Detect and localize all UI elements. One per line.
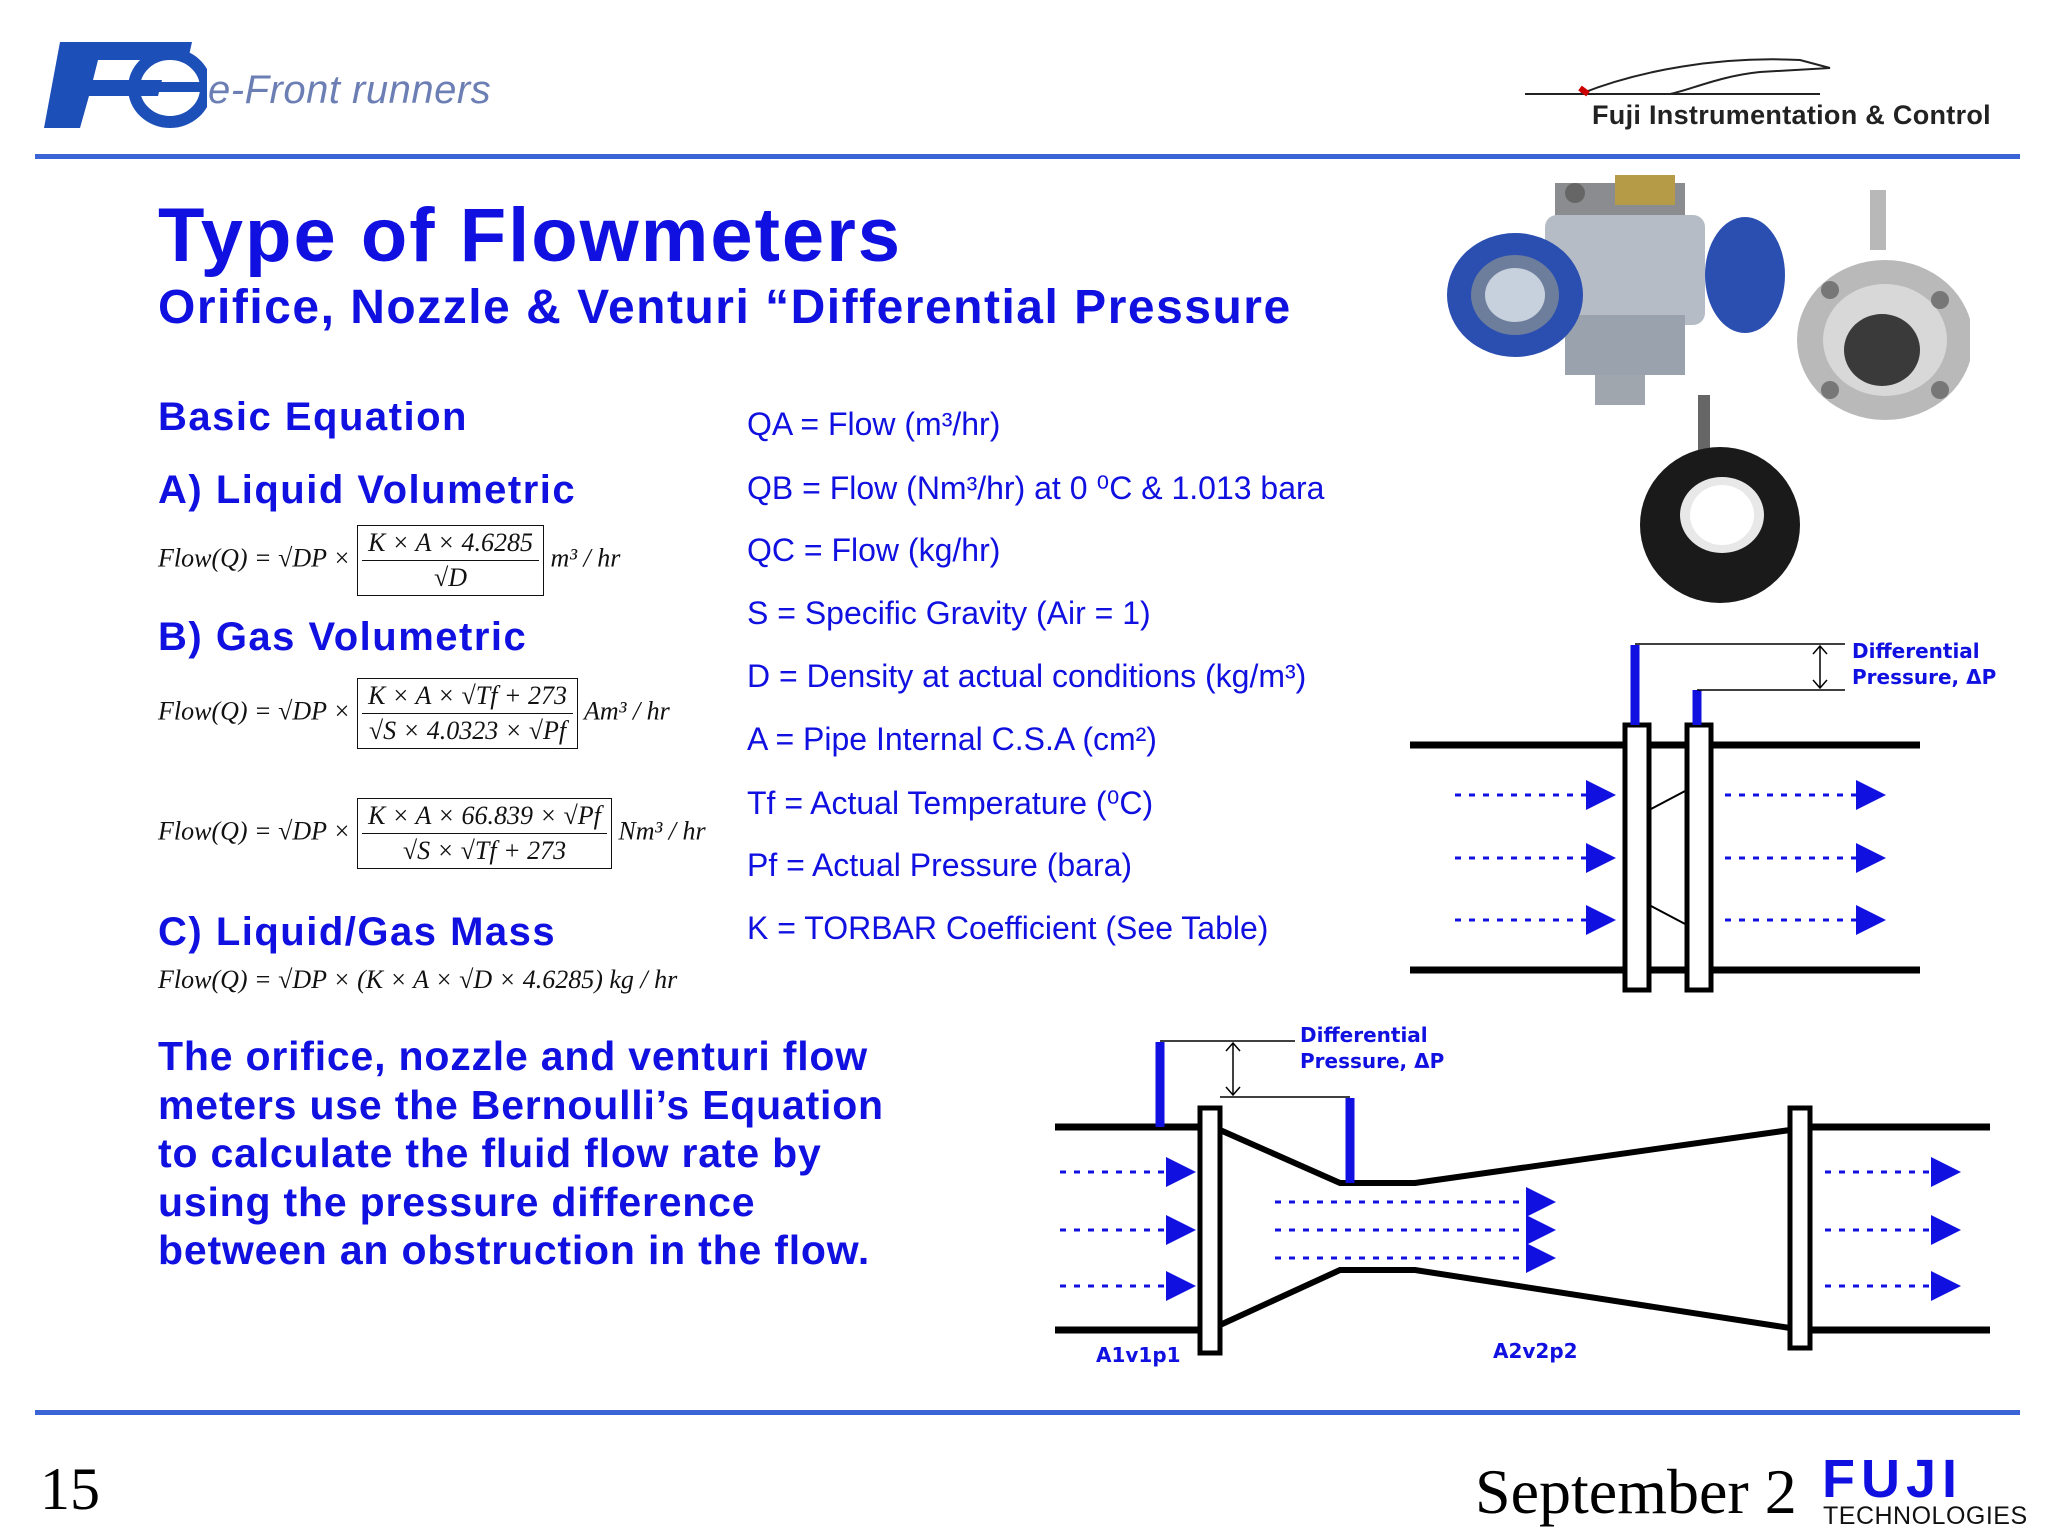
formula-numerator: K × A × √Tf + 273 [362, 681, 573, 714]
description-paragraph: The orifice, nozzle and venturi flow met… [158, 1032, 978, 1275]
definition-item: S = Specific Gravity (Air = 1) [747, 595, 1151, 631]
formula-fraction: K × A × 4.6285 √D [362, 528, 539, 593]
top-rule [35, 154, 2020, 159]
formula-bracket: K × A × 4.6285 √D [357, 525, 544, 596]
venturi-diagram [1055, 1040, 1990, 1356]
definition-item: A = Pipe Internal C.S.A (cm²) [747, 721, 1157, 757]
gas-volumetric-formula-actual: Flow(Q) = √DP × K × A × √Tf + 273 √S × 4… [158, 678, 670, 749]
dp-transmitter-image [1447, 175, 1785, 405]
formula-denominator: √S × 4.0323 × √Pf [368, 716, 567, 745]
definition-item: Pf = Actual Pressure (bara) [747, 847, 1133, 883]
definition-item: QB = Flow (Nm³/hr) at 0 ⁰C & 1.013 bara [747, 470, 1325, 506]
formula-unit: Nm³ / hr [618, 816, 706, 846]
dp-label-line: Differential [1300, 1023, 1428, 1047]
paragraph-line: using the pressure difference [158, 1178, 756, 1225]
liquid-volumetric-formula: Flow(Q) = √DP × K × A × 4.6285 √D m³ / h… [158, 525, 620, 596]
paragraph-line: to calculate the fluid flow rate by [158, 1130, 822, 1176]
formula-bracket: K × A × 66.839 × √Pf √S × √Tf + 273 [357, 798, 612, 869]
formula-lhs: Flow(Q) = √DP × [158, 696, 351, 726]
paragraph-line: between an obstruction in the flow. [158, 1227, 871, 1273]
mass-heading: C) Liquid/Gas Mass [158, 910, 557, 954]
page-number: 15 [40, 1456, 100, 1522]
orifice-diagram [1410, 643, 1920, 993]
definition-item: QA = Flow (m³/hr) [747, 406, 1001, 442]
dp-label-line: Differential [1852, 639, 1980, 663]
formula-unit: m³ / hr [550, 543, 621, 573]
formula-bracket: K × A × √Tf + 273 √S × 4.0323 × √Pf [357, 678, 578, 749]
formula-lhs: Flow(Q) = √DP × [158, 543, 351, 573]
formula-lhs: Flow(Q) = √DP × [158, 816, 351, 846]
fuji-brand-subtitle: TECHNOLOGIES [1823, 1502, 2028, 1530]
fuji-brand-logo: FUJI [1822, 1449, 1964, 1509]
company-name: Fuji Instrumentation & Control [1592, 100, 1991, 130]
definition-item: K = TORBAR Coefficient (See Table) [747, 910, 1269, 946]
formula-fraction: K × A × 66.839 × √Pf √S × √Tf + 273 [362, 801, 607, 866]
paragraph-line: meters use the Bernoulli’s Equation [158, 1081, 884, 1128]
paragraph-line: The orifice, nozzle and venturi flow [158, 1033, 868, 1079]
fuji-car-logo [1525, 58, 1831, 97]
liquid-volumetric-heading: A) Liquid Volumetric [158, 468, 577, 512]
tagline: e-Front runners [208, 68, 492, 112]
bottom-rule [35, 1410, 2020, 1415]
label-a2: A2v2p2 [1493, 1339, 1578, 1363]
label-a1: A1v1p1 [1096, 1343, 1181, 1367]
orifice-plate-image [1640, 395, 1800, 603]
mass-formula: Flow(Q) = √DP × (K × A × √D × 4.6285) kg… [158, 965, 678, 994]
orifice-flange-image [1797, 190, 1970, 420]
formula-numerator: K × A × 66.839 × √Pf [362, 801, 607, 834]
footer-date: September 2 [1475, 1456, 1797, 1527]
formula-unit: Am³ / hr [584, 696, 670, 726]
dp-label-line: Pressure, ΔP [1300, 1049, 1445, 1073]
fe-logo [44, 42, 207, 128]
formula-denominator: √D [434, 563, 468, 592]
gas-volumetric-formula-normal: Flow(Q) = √DP × K × A × 66.839 × √Pf √S … [158, 798, 706, 869]
basic-equation-heading: Basic Equation [158, 395, 468, 439]
dp-label-line: Pressure, ΔP [1852, 665, 1997, 689]
definition-item: Tf = Actual Temperature (⁰C) [747, 785, 1154, 821]
formula-numerator: K × A × 4.6285 [362, 528, 539, 561]
slide-subtitle: Orifice, Nozzle & Venturi “Differential … [158, 281, 1292, 334]
venturi-dp-label: Differential Pressure, ΔP [1300, 1022, 1444, 1074]
definition-item: QC = Flow (kg/hr) [747, 532, 1001, 568]
definition-item: D = Density at actual conditions (kg/m³) [747, 658, 1307, 694]
orifice-dp-label: Differential Pressure, ΔP [1852, 638, 1996, 690]
gas-volumetric-heading: B) Gas Volumetric [158, 615, 528, 659]
slide-title: Type of Flowmeters [158, 193, 903, 278]
formula-denominator: √S × √Tf + 273 [402, 836, 567, 865]
formula-fraction: K × A × √Tf + 273 √S × 4.0323 × √Pf [362, 681, 573, 746]
